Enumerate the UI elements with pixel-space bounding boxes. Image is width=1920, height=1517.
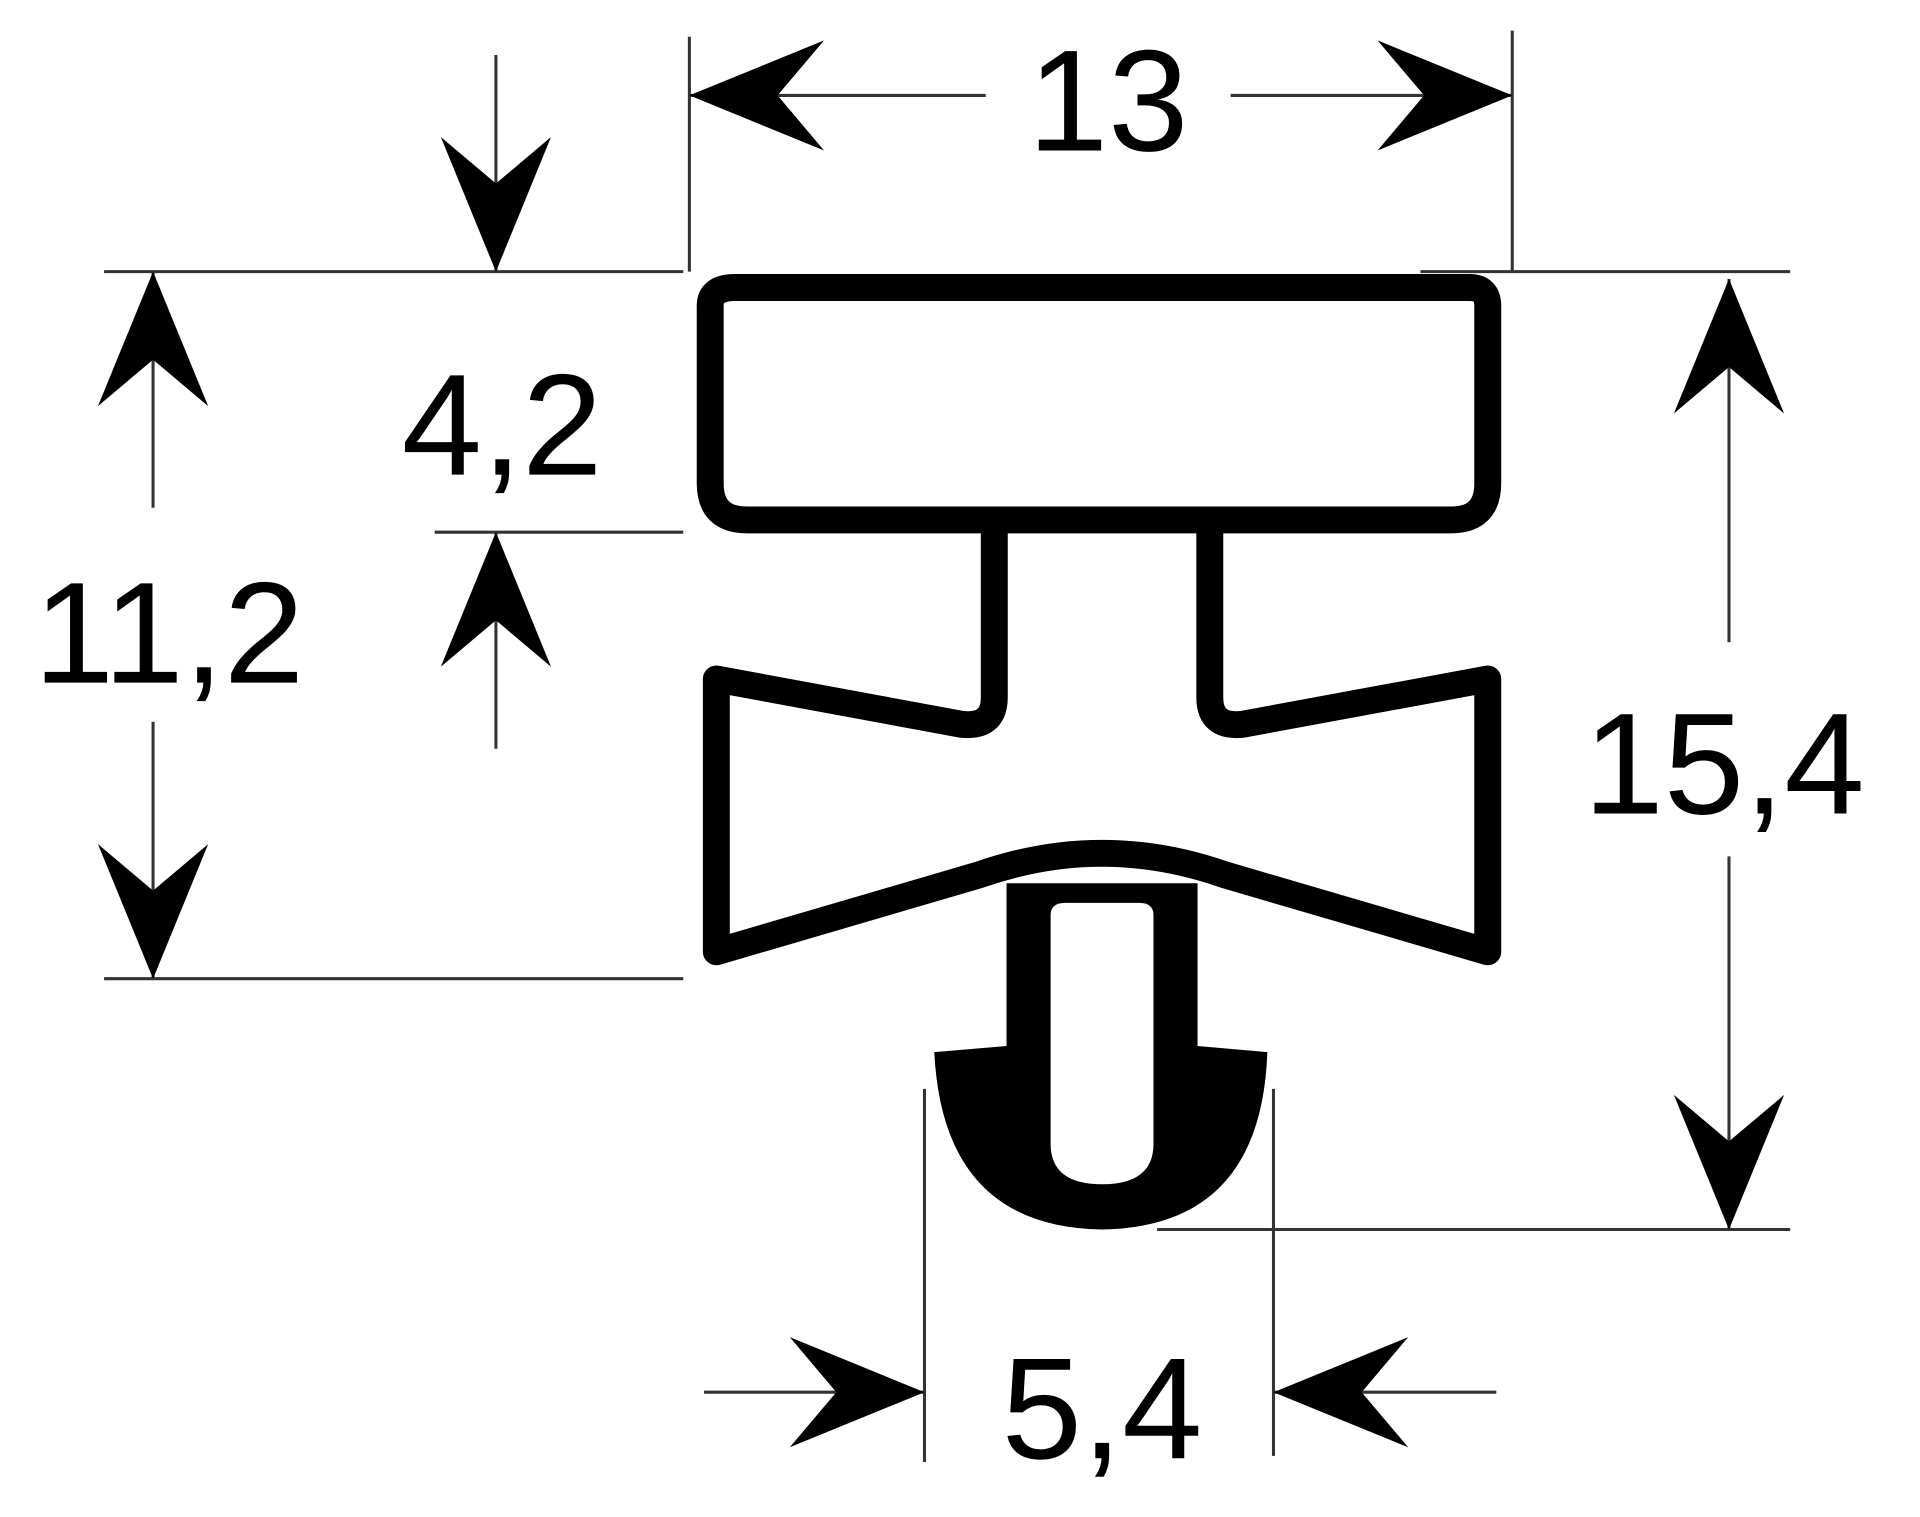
arrowhead-down-icon	[97, 844, 209, 979]
dim-label-top-height: 4,2	[402, 344, 603, 506]
dim-label-overall-width: 13	[1028, 20, 1189, 182]
gasket-profile	[696, 274, 1502, 1230]
arrowhead-up-icon	[97, 271, 209, 407]
arrowhead-left-icon	[689, 40, 825, 151]
arrowheads	[97, 40, 1785, 1448]
dim-label-body-height: 11,2	[34, 552, 304, 714]
arrowhead-right-icon	[1377, 40, 1513, 151]
dimension-lines	[104, 30, 1791, 1462]
profile-top-chamber	[696, 274, 1502, 534]
profile-foot-slot	[1050, 902, 1154, 1185]
arrowhead-down-icon	[1673, 1094, 1785, 1230]
dim-label-overall-height: 15,4	[1583, 683, 1864, 845]
profile-body	[702, 506, 1502, 966]
arrowhead-up-icon	[1673, 278, 1785, 414]
arrowhead-up-icon	[440, 532, 552, 667]
arrowhead-down-icon	[440, 137, 552, 272]
dim-label-foot-width: 5,4	[1002, 1327, 1203, 1489]
arrowhead-left-icon	[1273, 1337, 1409, 1448]
arrowhead-right-icon	[789, 1337, 925, 1448]
